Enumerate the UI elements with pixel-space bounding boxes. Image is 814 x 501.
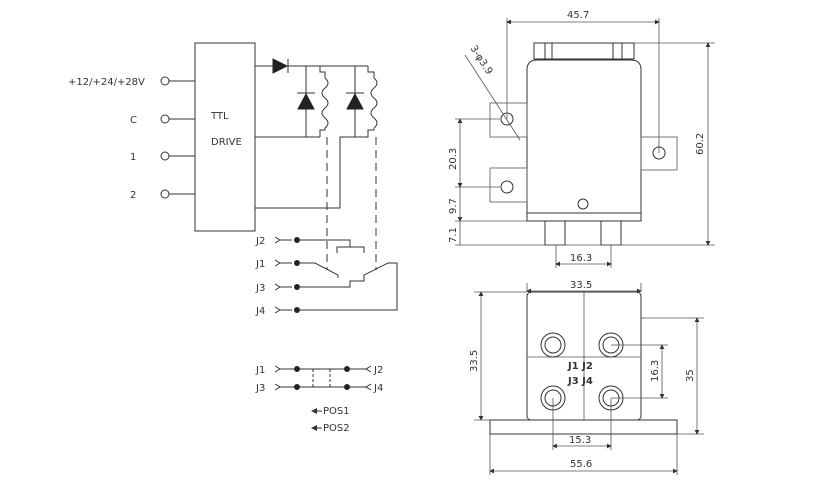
port-wiring: J2 J1 J3 J4	[255, 236, 398, 317]
bottom-ports-row1: J1 J2	[567, 361, 593, 372]
base-plate	[489, 419, 678, 435]
truth-label-j2: J2	[373, 365, 383, 376]
truth-label-j1: J1	[255, 365, 265, 376]
port-label-j2: J2	[255, 236, 265, 247]
top-connector	[533, 42, 635, 60]
port-label-j3: J3	[255, 283, 265, 294]
legend-pos2: POS2	[323, 423, 350, 434]
dim-bottom-width: 33.5	[570, 280, 592, 291]
flange	[489, 102, 528, 138]
truth-label-j4: J4	[373, 383, 383, 394]
dim-bottom-height: 33.5	[469, 350, 480, 372]
diode-icon	[272, 58, 289, 74]
dim-height: 60.2	[695, 133, 706, 155]
dim-flange-offset: 9.7	[448, 198, 459, 214]
dim-port-pitch-h: 15.3	[569, 435, 591, 446]
input-label-power: +12/+24/+28V	[68, 77, 145, 88]
input-label-c: C	[130, 115, 137, 126]
port-label-j4: J4	[255, 306, 265, 317]
diode-icon	[297, 92, 315, 110]
flange	[489, 167, 528, 203]
dim-port-pitch-v: 16.3	[650, 360, 661, 382]
coil-icon	[255, 66, 378, 209]
legend-pos1: POS1	[323, 406, 350, 417]
input-terminals	[160, 76, 195, 199]
side-view: 45.7 3-φ3.9 60.2 20.3 9.7 7.1 16.3	[448, 10, 715, 268]
relay-body	[526, 59, 642, 220]
dim-overall-height: 35	[685, 369, 696, 382]
dim-base-width: 55.6	[570, 459, 592, 470]
port-label-j1: J1	[255, 259, 265, 270]
driver-label-ttl: TTL	[210, 111, 229, 122]
marking-icon	[577, 198, 589, 210]
rf-connector	[600, 220, 622, 246]
truth-label-j3: J3	[255, 383, 265, 394]
dim-flange-spacing: 20.3	[448, 148, 459, 170]
coil-icon	[319, 66, 329, 137]
driver-label-drive: DRIVE	[211, 137, 242, 148]
coil-circuit	[255, 58, 378, 270]
input-label-1: 1	[130, 152, 136, 163]
input-label-2: 2	[130, 190, 136, 201]
dim-width: 45.7	[567, 10, 589, 21]
rf-connector	[544, 220, 566, 246]
dim-connector-height: 7.1	[448, 227, 459, 243]
position-table: J1 J3 J2 J4 POS1 POS2	[255, 365, 383, 434]
dim-holes: 3-φ3.9	[467, 44, 494, 77]
dim-connector-spacing: 16.3	[570, 253, 592, 264]
bottom-view: J1 J2 J3 J4 33.5 33.5 16.3 35 15.3 55.6	[469, 280, 704, 475]
diode-icon	[346, 92, 364, 110]
schematic: +12/+24/+28V C 1 2 TTL DRIVE	[68, 42, 398, 434]
bottom-ports-row2: J3 J4	[567, 376, 593, 387]
